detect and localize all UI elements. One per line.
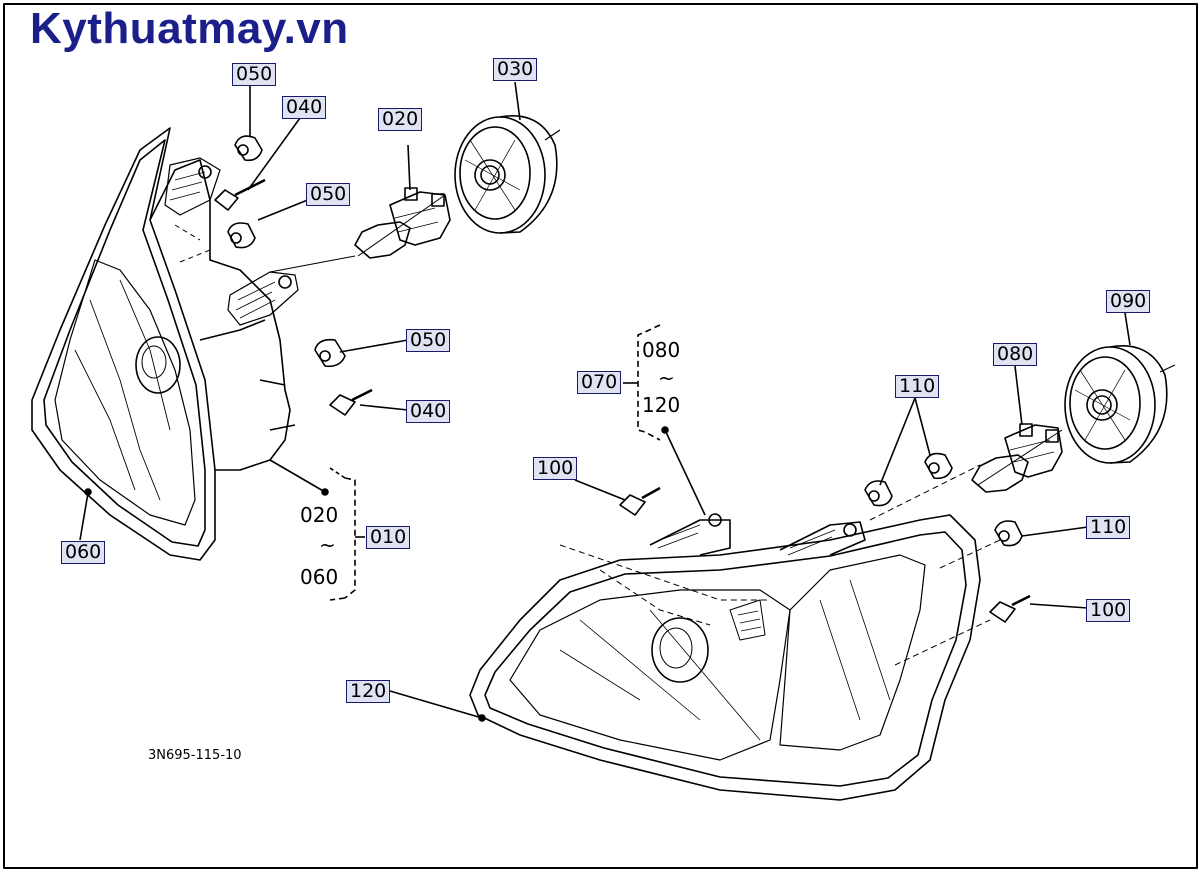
screw-040-low: [329, 388, 373, 416]
callout-100-left[interactable]: 100: [533, 457, 578, 480]
callout-010[interactable]: 010: [366, 526, 411, 549]
left-headlight: [31, 127, 299, 561]
callout-070[interactable]: 070: [577, 371, 622, 394]
clip-110-a: [864, 480, 893, 507]
callout-110-right[interactable]: 110: [1086, 516, 1131, 539]
callout-040-top[interactable]: 040: [282, 96, 327, 119]
clip-110-b: [924, 452, 953, 480]
left-range-from: 020: [300, 503, 339, 527]
callout-110-top[interactable]: 110: [895, 375, 940, 398]
bulb-020: [354, 187, 451, 259]
left-range-to: 060: [300, 565, 339, 589]
right-headlight: [469, 464, 1001, 801]
drawing-code: 3N695-115-10: [148, 748, 242, 763]
screw-100-right: [989, 594, 1031, 623]
socket-030: [454, 115, 561, 234]
bulb-080: [971, 423, 1063, 493]
callout-020[interactable]: 020: [378, 108, 423, 131]
callout-060[interactable]: 060: [61, 541, 106, 564]
callout-090[interactable]: 090: [1106, 290, 1151, 313]
clip-050-mid: [227, 222, 256, 249]
screw-040-top: [214, 178, 266, 211]
callout-120[interactable]: 120: [346, 680, 391, 703]
callout-040-low[interactable]: 040: [406, 400, 451, 423]
clip-050-low: [314, 338, 346, 368]
screw-100-left: [619, 486, 661, 516]
right-range-from: 080: [642, 338, 681, 362]
callout-050-top[interactable]: 050: [232, 63, 277, 86]
callout-050-low[interactable]: 050: [406, 329, 451, 352]
callout-030[interactable]: 030: [493, 58, 538, 81]
watermark-logo: Kythuatmay.vn: [30, 4, 349, 53]
callout-100-right[interactable]: 100: [1086, 599, 1131, 622]
socket-090: [1064, 345, 1176, 464]
clip-050-top: [234, 135, 263, 162]
right-range-sep: ~: [658, 366, 675, 390]
page-border: [3, 3, 1198, 869]
callout-050-mid[interactable]: 050: [306, 183, 351, 206]
right-range-to: 120: [642, 393, 681, 417]
clip-110-c: [994, 520, 1023, 547]
left-range-sep: ~: [319, 533, 336, 557]
callout-080[interactable]: 080: [993, 343, 1038, 366]
